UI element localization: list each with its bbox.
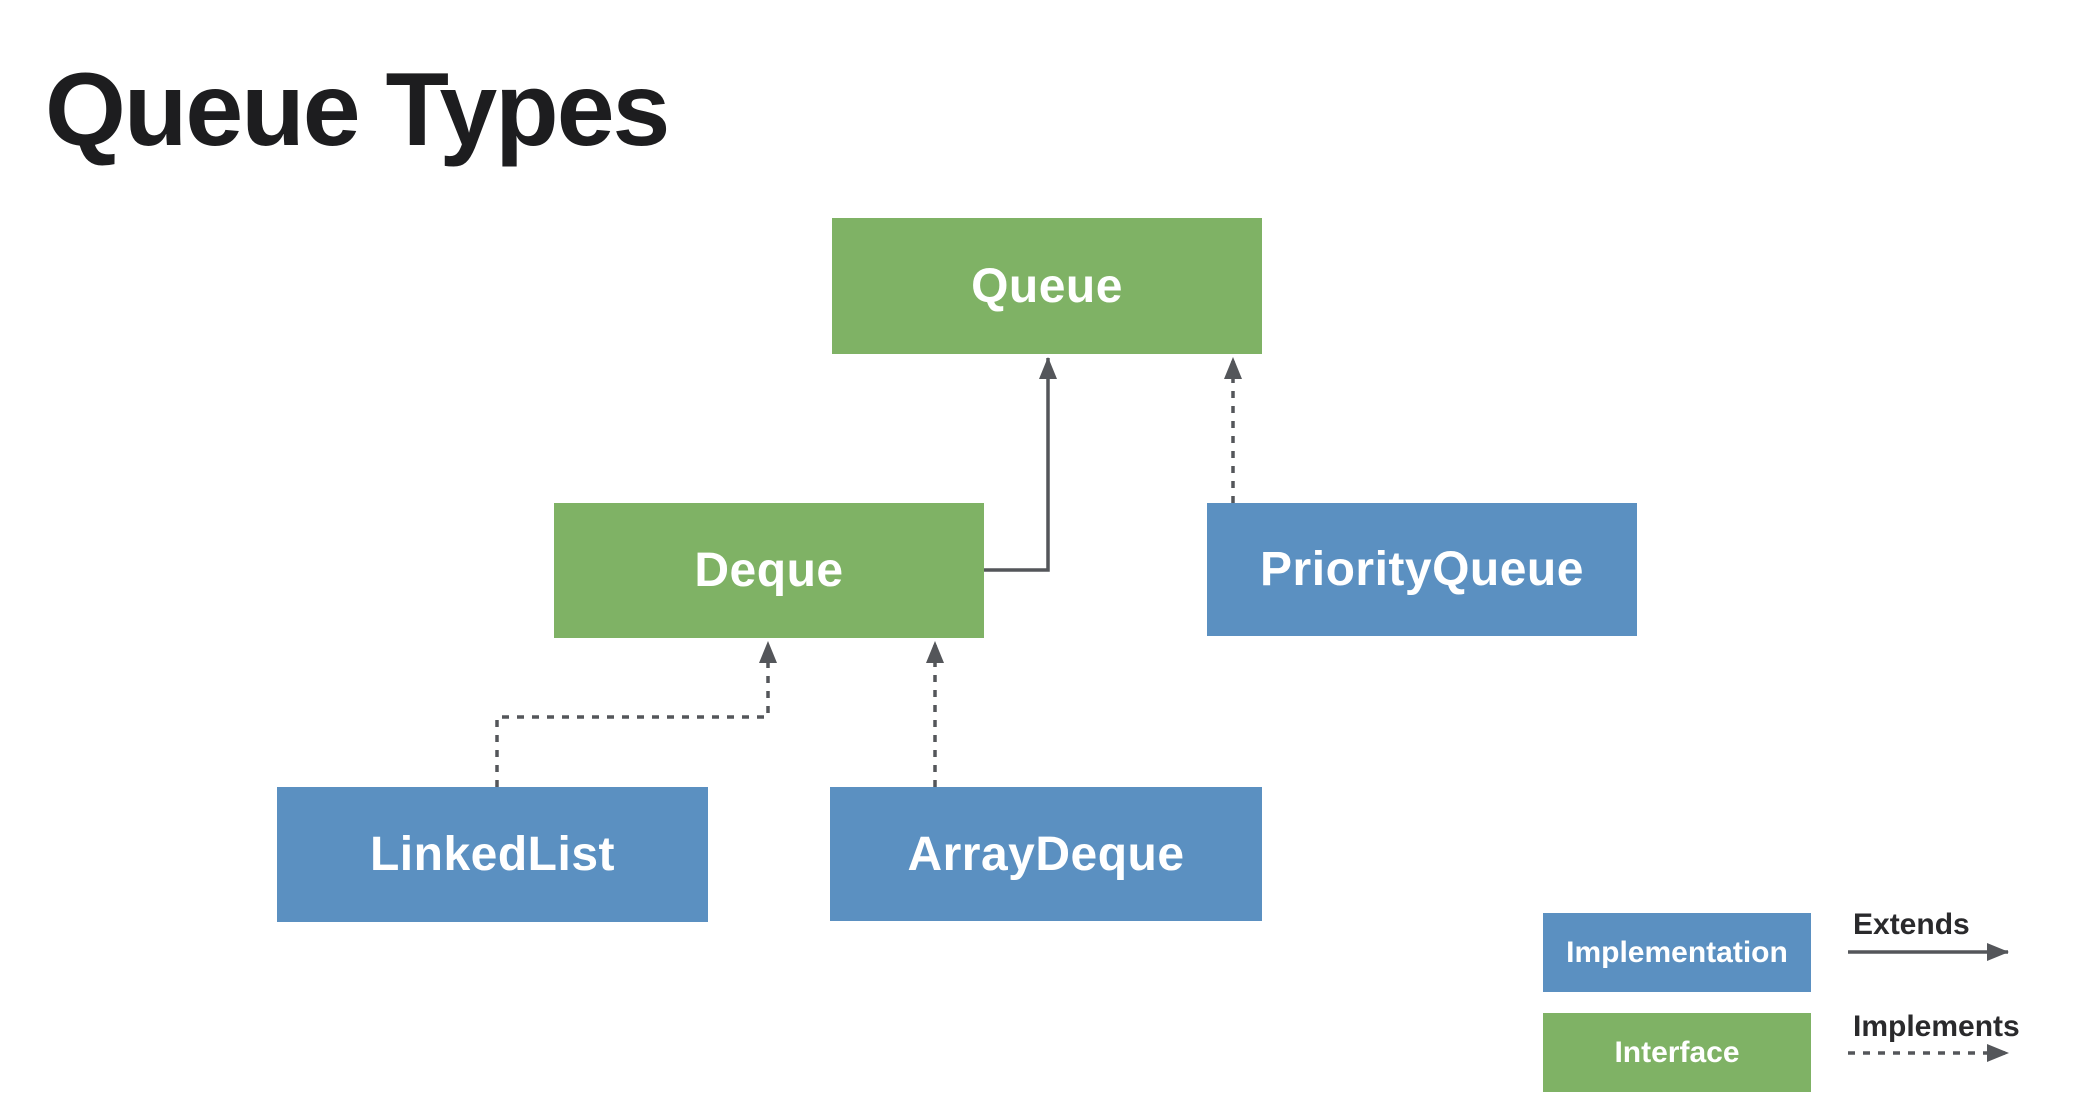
edge-deque-to-queue [984, 357, 1057, 572]
legend-implements-label: Implements [1853, 1010, 2020, 1043]
node-priorityqueue-label: PriorityQueue [1260, 543, 1584, 596]
node-deque-label: Deque [694, 544, 844, 597]
edge-linkedlist-to-deque [495, 641, 777, 787]
node-queue: Queue [832, 218, 1262, 354]
node-arraydeque-label: ArrayDeque [907, 827, 1185, 881]
node-arraydeque: ArrayDeque [830, 787, 1262, 921]
legend-implementation-swatch: Implementation [1543, 913, 1811, 992]
node-queue-label: Queue [971, 259, 1123, 313]
legend-interface-swatch: Interface [1543, 1013, 1811, 1092]
node-priorityqueue: PriorityQueue [1207, 503, 1637, 636]
legend-implementation-label: Implementation [1566, 935, 1788, 969]
legend-interface-label: Interface [1614, 1035, 1740, 1069]
node-deque: Deque [554, 503, 984, 638]
node-linkedlist-label: LinkedList [369, 828, 616, 881]
page-title: Queue Types [45, 52, 670, 168]
legend-extends-label: Extends [1853, 908, 1970, 941]
node-linkedlist: LinkedList [277, 787, 708, 922]
